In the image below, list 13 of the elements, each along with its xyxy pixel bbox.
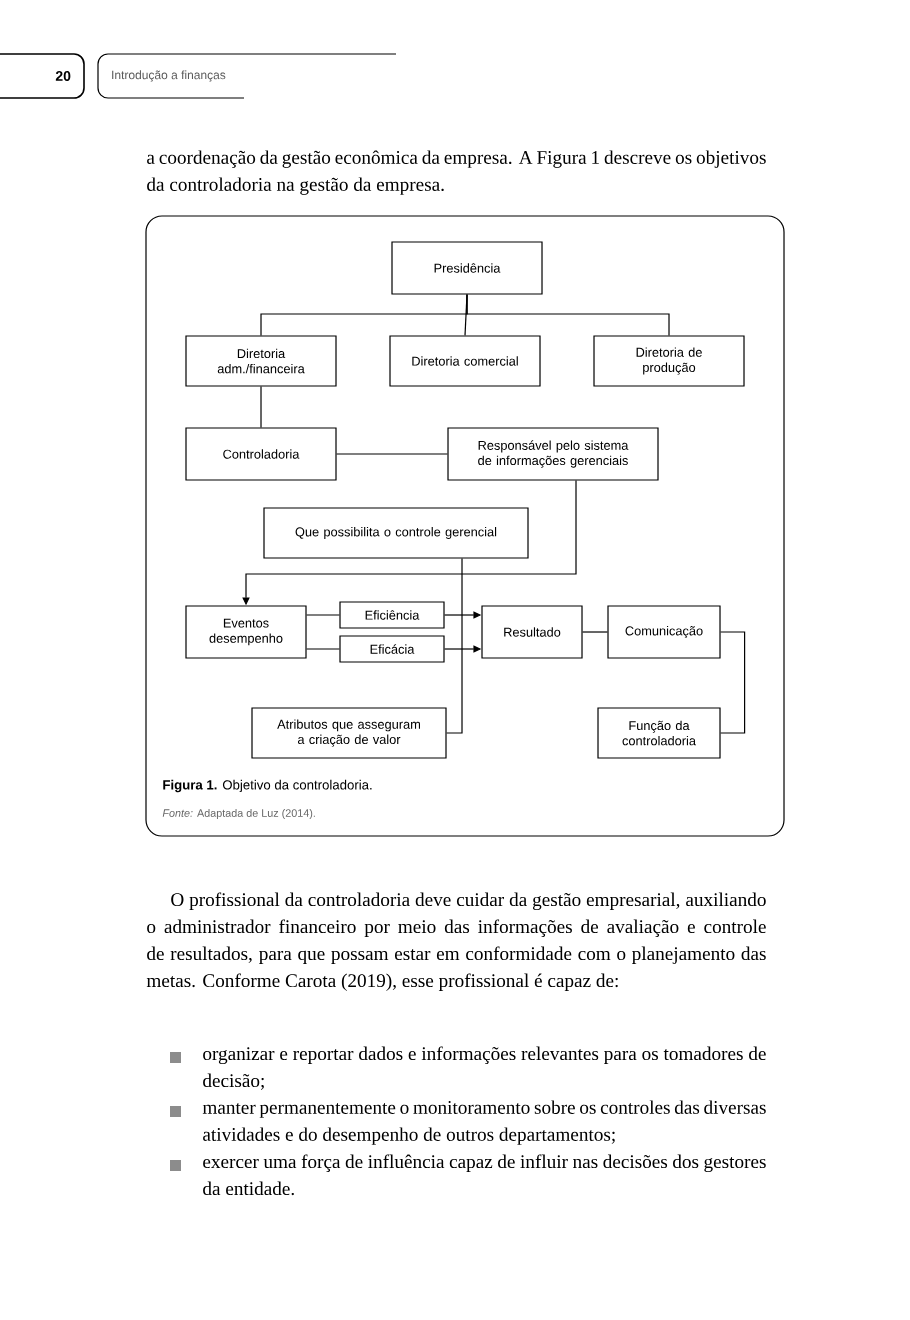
- list-item: organizar e reportar dados e informações relevantes para os tomadores de decisão;: [203, 1046, 766, 1090]
- paragraph: O profissional da controladoria deve cuidar da gestão empresarial, auxiliando o administrador financeiro por meio das informações de avaliação e controle de resultados, para que possam estar em conformidade com o planejamento das metas. Conforme Carota (2019), esse profissional é capaz de:: [146, 892, 766, 991]
- connector: [306, 648, 340, 650]
- list-item: exercer uma força de influência capaz de influir nas decisões dos gestores da entidade.: [203, 1154, 766, 1196]
- connector: [260, 386, 262, 428]
- connector: [720, 631, 746, 734]
- paragraph: a coordenação da gestão econômica da empresa. A Figura 1 descreve os objetivos da controladoria na gestão da empresa.: [147, 150, 766, 195]
- connector: [446, 558, 463, 734]
- connector: [306, 614, 340, 616]
- connector: [466, 294, 670, 336]
- connector: [582, 631, 608, 633]
- list-item: manter permanentemente o monitoramento sobre os controles das diversas atividades e do desempenho de outros departamentos;: [202, 1100, 766, 1145]
- connector: [336, 453, 448, 455]
